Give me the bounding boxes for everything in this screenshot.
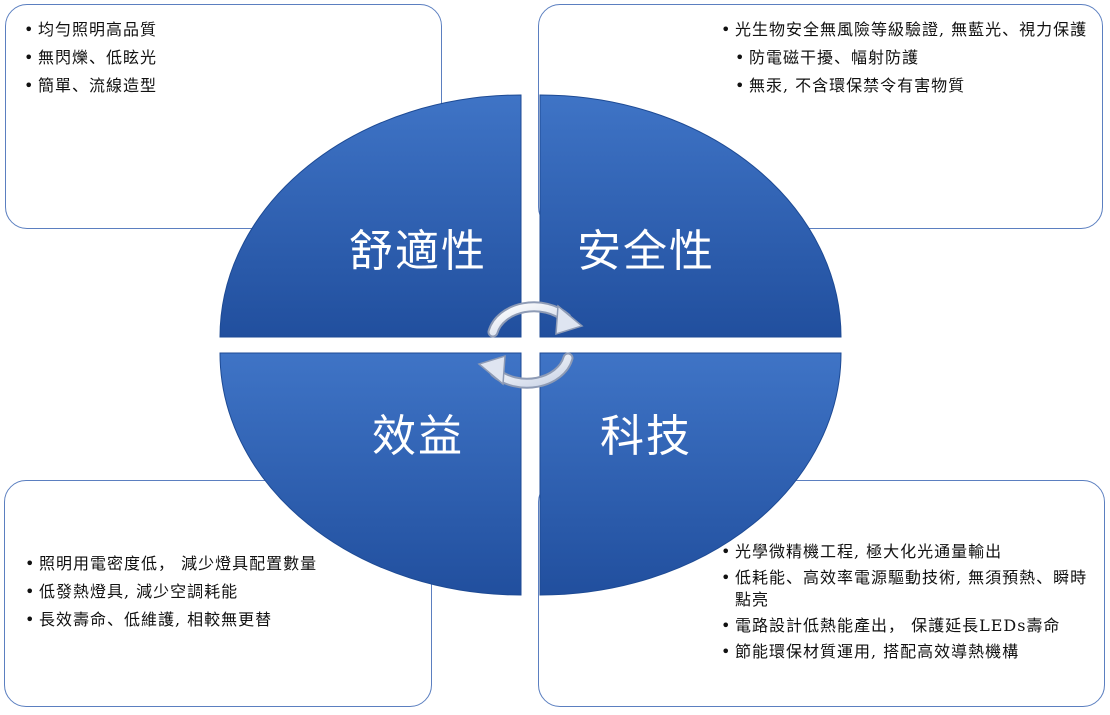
comfort-item: 無閃爍、低眩光: [24, 47, 425, 69]
comfort-item: 簡單、流線造型: [24, 75, 425, 97]
safety-title: 安全性: [577, 226, 715, 277]
safety-list: 光生物安全無風險等級驗證, 無藍光、視力保護 防電磁干擾、幅射防護 無汞, 不含…: [721, 19, 1090, 97]
benefit-list: 照明用電密度低， 減少燈具配置數量 低發熱燈具, 減少空調耗能 長效壽命、低維護…: [25, 553, 419, 631]
safety-quadrant: [539, 94, 842, 338]
benefit-item: 長效壽命、低維護, 相較無更替: [25, 609, 419, 631]
comfort-title: 舒適性: [349, 226, 487, 277]
comfort-textbox: 均勻照明高品質 無閃爍、低眩光 簡單、流線造型: [5, 4, 442, 229]
technology-item: 光學微精機工程, 極大化光通量輸出: [721, 541, 1094, 563]
technology-item: 低耗能、高效率電源驅動技術, 無須預熱、瞬時點亮: [721, 567, 1094, 611]
technology-title: 科技: [600, 411, 692, 462]
cycle-arrows-icon: [477, 301, 584, 389]
safety-item: 無汞, 不含環保禁令有害物質: [735, 75, 1090, 97]
benefit-item: 照明用電密度低， 減少燈具配置數量: [25, 553, 419, 575]
technology-list: 光學微精機工程, 極大化光通量輸出 低耗能、高效率電源驅動技術, 無須預熱、瞬時…: [721, 541, 1094, 663]
safety-item: 防電磁干擾、幅射防護: [735, 47, 1090, 69]
technology-item: 節能環保材質運用, 搭配高效導熱機構: [721, 641, 1094, 663]
benefit-title: 效益: [372, 411, 464, 462]
benefit-quadrant: [219, 352, 522, 596]
safety-item: 光生物安全無風險等級驗證, 無藍光、視力保護: [721, 19, 1090, 41]
comfort-item: 均勻照明高品質: [24, 19, 425, 41]
comfort-list: 均勻照明高品質 無閃爍、低眩光 簡單、流線造型: [24, 19, 425, 97]
benefit-item: 低發熱燈具, 減少空調耗能: [25, 581, 419, 603]
technology-quadrant: [539, 352, 842, 596]
comfort-quadrant: [219, 94, 522, 338]
benefit-textbox: 照明用電密度低， 減少燈具配置數量 低發熱燈具, 減少空調耗能 長效壽命、低維護…: [4, 480, 432, 707]
technology-item: 電路設計低熱能產出， 保護延長LEDs壽命: [721, 615, 1094, 637]
